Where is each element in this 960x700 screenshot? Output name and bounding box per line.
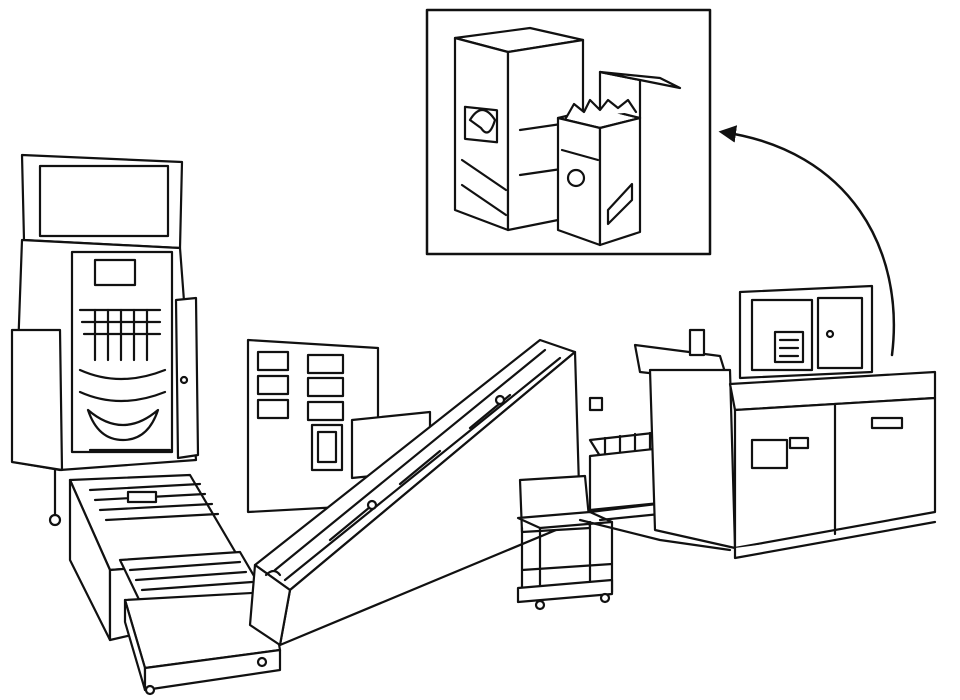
- cart: [516, 474, 614, 611]
- packing-machine: [633, 284, 937, 560]
- tray-stacker: [68, 473, 282, 696]
- inset-panel: [425, 8, 712, 256]
- flow-arrow: [718, 125, 896, 357]
- open-pack: [556, 70, 682, 247]
- making-machine: [10, 153, 200, 527]
- floor-line: [578, 518, 732, 552]
- inclined-conveyor: [248, 338, 582, 647]
